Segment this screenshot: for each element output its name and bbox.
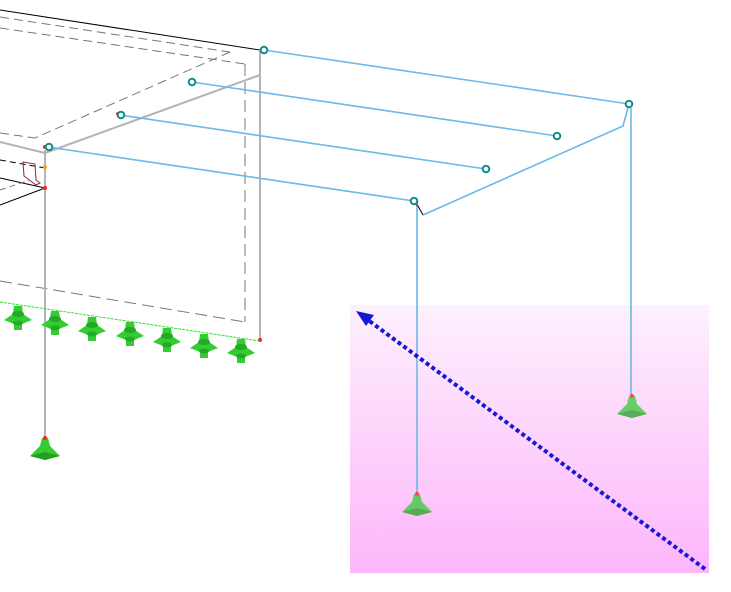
beam-members[interactable] bbox=[47, 49, 632, 494]
line-support[interactable] bbox=[0, 301, 261, 363]
line-support-icon bbox=[153, 328, 181, 352]
frame-beam bbox=[422, 103, 630, 216]
node-icon bbox=[116, 110, 126, 120]
beam bbox=[119, 114, 487, 170]
node-icon bbox=[481, 164, 491, 174]
node-icon bbox=[259, 45, 269, 55]
beam bbox=[191, 81, 558, 137]
line-support-icon bbox=[116, 322, 144, 346]
line-support-icon bbox=[227, 339, 255, 363]
line-support-icon bbox=[4, 306, 32, 330]
node-icon bbox=[187, 77, 197, 87]
node-icon bbox=[44, 142, 54, 152]
line-support-icon bbox=[78, 317, 106, 341]
node-icon bbox=[624, 99, 634, 109]
building-wireframe bbox=[0, 9, 262, 440]
nodal-support-icon[interactable] bbox=[30, 436, 60, 460]
beam bbox=[263, 49, 630, 105]
line-support-icon bbox=[190, 334, 218, 358]
nodes[interactable] bbox=[43, 45, 634, 206]
node-icon bbox=[552, 131, 562, 141]
selection-arrow bbox=[356, 311, 707, 571]
node-icon bbox=[409, 196, 419, 206]
beam bbox=[47, 146, 415, 202]
